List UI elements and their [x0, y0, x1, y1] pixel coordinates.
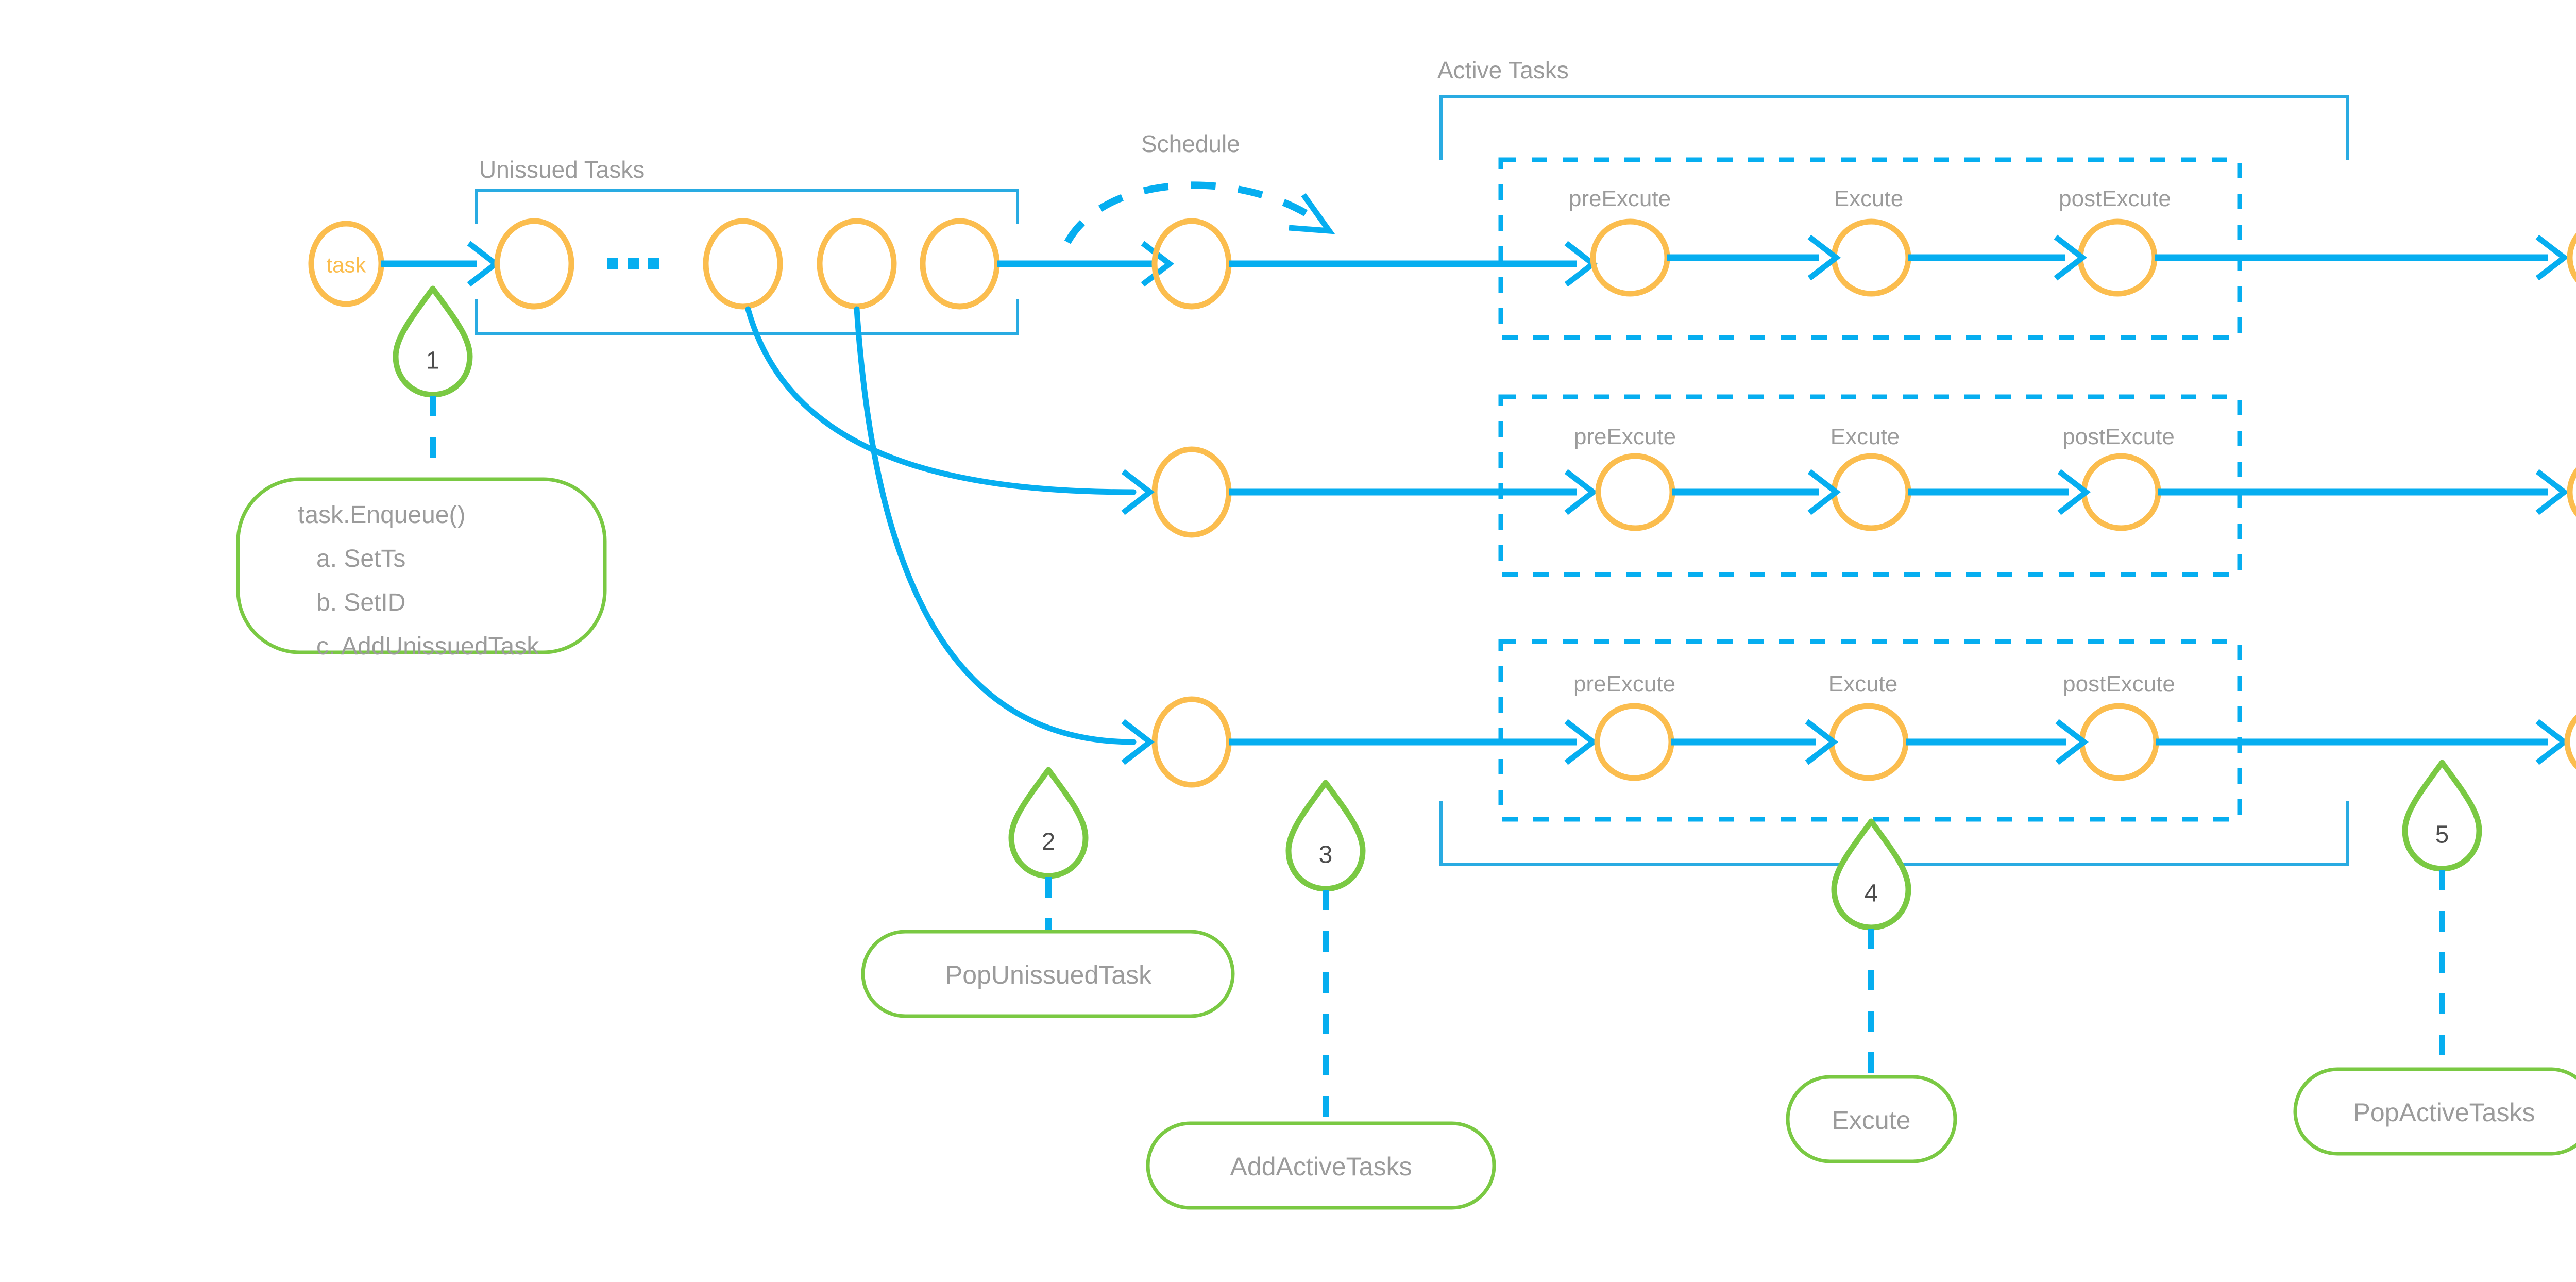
- marker-1-teardrop[interactable]: [393, 285, 473, 398]
- row2-node-excute[interactable]: [1831, 453, 1911, 531]
- marker-5-group: 5: [2402, 760, 2482, 1077]
- marker-2-teardrop[interactable]: [1008, 767, 1089, 879]
- marker-1-group: 1: [393, 285, 473, 484]
- marker-4-group: 4: [1831, 818, 1911, 1085]
- group-label-active-tasks: Active Tasks: [1437, 57, 1569, 83]
- unissued-tasks-bracket: [475, 189, 1019, 335]
- marker-3-number: 3: [1319, 841, 1333, 869]
- marker-4-number: 4: [1865, 880, 1878, 907]
- arrow-queue-to-schedule: [997, 241, 1175, 287]
- row1-node-postexcute[interactable]: [2077, 218, 2158, 297]
- source-node-task[interactable]: task: [308, 221, 384, 307]
- schedule-dashed-arc: [1064, 181, 1335, 244]
- note-title: task.Enqueue(): [298, 501, 466, 529]
- marker-2-group: 2: [1008, 767, 1089, 961]
- row1-stage-label-0: preExcute: [1569, 186, 1671, 211]
- callout-pop-active-tasks-box[interactable]: [2293, 1067, 2576, 1156]
- queue-node-2[interactable]: [703, 218, 783, 310]
- source-node-label: task: [326, 253, 366, 277]
- queue-node-4[interactable]: [920, 218, 1000, 310]
- row1-node-preexcute[interactable]: [1590, 218, 1670, 297]
- marker-5-number: 5: [2435, 821, 2449, 849]
- row2-stage-label-0: preExcute: [1574, 424, 1676, 449]
- unissued-queue-nodes: [494, 218, 1000, 310]
- callout-pop-active-tasks-label: PopActiveTasks: [2353, 1098, 2535, 1127]
- marker-3-group: 3: [1285, 780, 1366, 1134]
- callout-add-active-tasks-box[interactable]: [1146, 1121, 1496, 1210]
- row2-stage-label-1: Excute: [1831, 424, 1900, 449]
- row1-node-excute[interactable]: [1831, 218, 1911, 297]
- note-step-c: c. AddUnissuedTask: [316, 633, 539, 660]
- row2-stage-label-2: postExcute: [2062, 424, 2175, 449]
- note-step-b: b. SetID: [316, 589, 405, 616]
- pipeline-row-2: preExcute Excute postExcute: [1151, 394, 2576, 577]
- marker-3-teardrop[interactable]: [1285, 780, 1366, 892]
- callout-excute-box[interactable]: [1786, 1075, 1957, 1163]
- callout-pop-active-tasks: PopActiveTasks: [2293, 1067, 2576, 1156]
- dispatch-curve-to-row2: [745, 306, 1155, 515]
- note-box: [236, 477, 607, 654]
- callout-add-active-tasks-label: AddActiveTasks: [1230, 1152, 1412, 1181]
- marker-2-number: 2: [1042, 829, 1056, 856]
- callout-add-active-tasks: AddActiveTasks: [1146, 1121, 1496, 1210]
- marker-1-number: 1: [426, 347, 440, 375]
- row2-terminal-node[interactable]: [2567, 456, 2576, 528]
- row3-stage-label-0: preExcute: [1573, 671, 1675, 697]
- arrow-task-to-queue: [381, 241, 501, 287]
- row1-stage-label-2: postExcute: [2059, 186, 2171, 211]
- pipeline-row-1: preExcute Excute postExcute: [1151, 157, 2576, 340]
- row2-node-preexcute[interactable]: [1595, 453, 1675, 531]
- dispatch-curve-to-row3: [854, 306, 1155, 765]
- row3-entry-node[interactable]: [1151, 696, 1232, 788]
- row3-terminal-node[interactable]: [2564, 706, 2576, 778]
- row3-node-preexcute[interactable]: [1594, 703, 1674, 781]
- queue-node-3[interactable]: [817, 218, 897, 310]
- group-label-unissued-tasks: Unissued Tasks: [479, 156, 645, 183]
- marker-4-teardrop[interactable]: [1831, 818, 1911, 931]
- queue-ellipsis-icon: [607, 258, 659, 269]
- group-label-schedule: Schedule: [1141, 130, 1240, 157]
- callout-excute-label: Excute: [1832, 1106, 1911, 1135]
- note-task-enqueue: task.Enqueue() a. SetTs b. SetID c. AddU…: [236, 477, 607, 660]
- row1-stage-box: [1498, 157, 2242, 340]
- row1-stage-label-1: Excute: [1834, 186, 1904, 211]
- callout-pop-unissued-task-box[interactable]: [861, 930, 1235, 1018]
- row2-node-postexcute[interactable]: [2081, 453, 2161, 531]
- row3-node-postexcute[interactable]: [2079, 703, 2159, 781]
- marker-5-teardrop[interactable]: [2402, 760, 2482, 872]
- pipeline-row-3: preExcute Excute postExcute: [1151, 639, 2576, 822]
- row3-node-excute[interactable]: [1828, 703, 1909, 781]
- callout-excute: Excute: [1786, 1075, 1957, 1163]
- row2-stage-box: [1498, 394, 2242, 577]
- row3-stage-label-1: Excute: [1828, 671, 1898, 697]
- note-step-a: a. SetTs: [316, 545, 405, 572]
- row3-stage-label-2: postExcute: [2063, 671, 2175, 697]
- row1-terminal-node[interactable]: [2567, 222, 2576, 294]
- row2-entry-node[interactable]: [1151, 446, 1232, 538]
- queue-node-1[interactable]: [494, 218, 574, 310]
- row3-stage-box: [1498, 639, 2242, 822]
- callout-pop-unissued-task: PopUnissuedTask: [861, 930, 1235, 1018]
- callout-pop-unissued-task-label: PopUnissuedTask: [945, 960, 1152, 989]
